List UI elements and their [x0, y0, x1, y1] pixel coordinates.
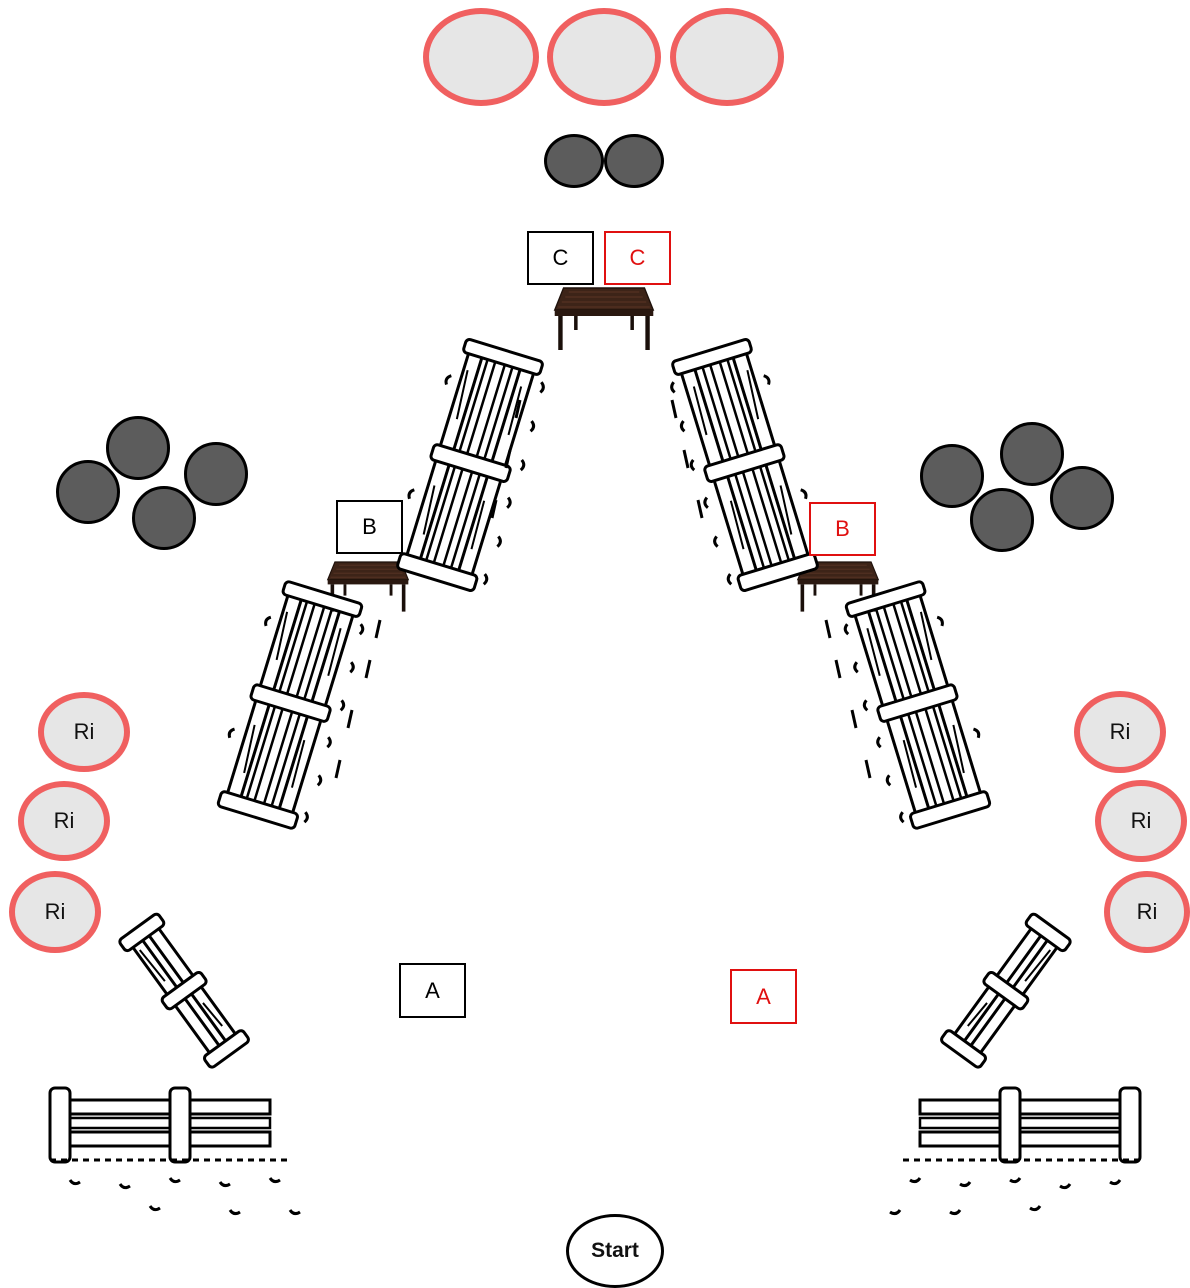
- ball-icon: [184, 442, 248, 506]
- target-icon-ri-left-1: Ri: [38, 692, 130, 772]
- fence-icon-lower-left: [208, 578, 374, 833]
- ball-icon: [920, 444, 984, 508]
- fence-icon-corner-left: [50, 913, 300, 1214]
- target-icon-ri-left-2: Ri: [18, 781, 110, 861]
- station-c-left: C: [527, 231, 594, 285]
- table-icon-c: [555, 288, 654, 350]
- station-a-right: A: [730, 969, 797, 1024]
- ball-icon: [604, 134, 664, 188]
- ball-icon: [56, 460, 120, 524]
- ball-icon: [970, 488, 1034, 552]
- station-b-left: B: [336, 500, 403, 554]
- station-c-right: C: [604, 231, 671, 285]
- ball-icon: [544, 134, 604, 188]
- fence-icon-upper-right: [661, 336, 828, 595]
- start-marker: Start: [566, 1214, 664, 1288]
- target-icon-ri-right-3: Ri: [1104, 871, 1190, 953]
- target-icon-top-1: [423, 8, 539, 106]
- ball-icon: [132, 486, 196, 550]
- ball-icon: [1000, 422, 1064, 486]
- fence-icon-upper-left: [387, 336, 554, 595]
- station-b-right: B: [809, 502, 876, 556]
- target-icon-ri-left-3: Ri: [9, 871, 101, 953]
- ball-icon: [1050, 466, 1114, 530]
- target-icon-ri-right-1: Ri: [1074, 691, 1166, 773]
- station-a-left: A: [399, 963, 466, 1018]
- ball-icon: [106, 416, 170, 480]
- fence-icon-corner-right: [890, 913, 1140, 1214]
- target-icon-top-3: [670, 8, 784, 106]
- target-icon-top-2: [547, 8, 661, 106]
- target-icon-ri-right-2: Ri: [1095, 780, 1187, 862]
- fence-icon-lower-right: [834, 578, 1000, 833]
